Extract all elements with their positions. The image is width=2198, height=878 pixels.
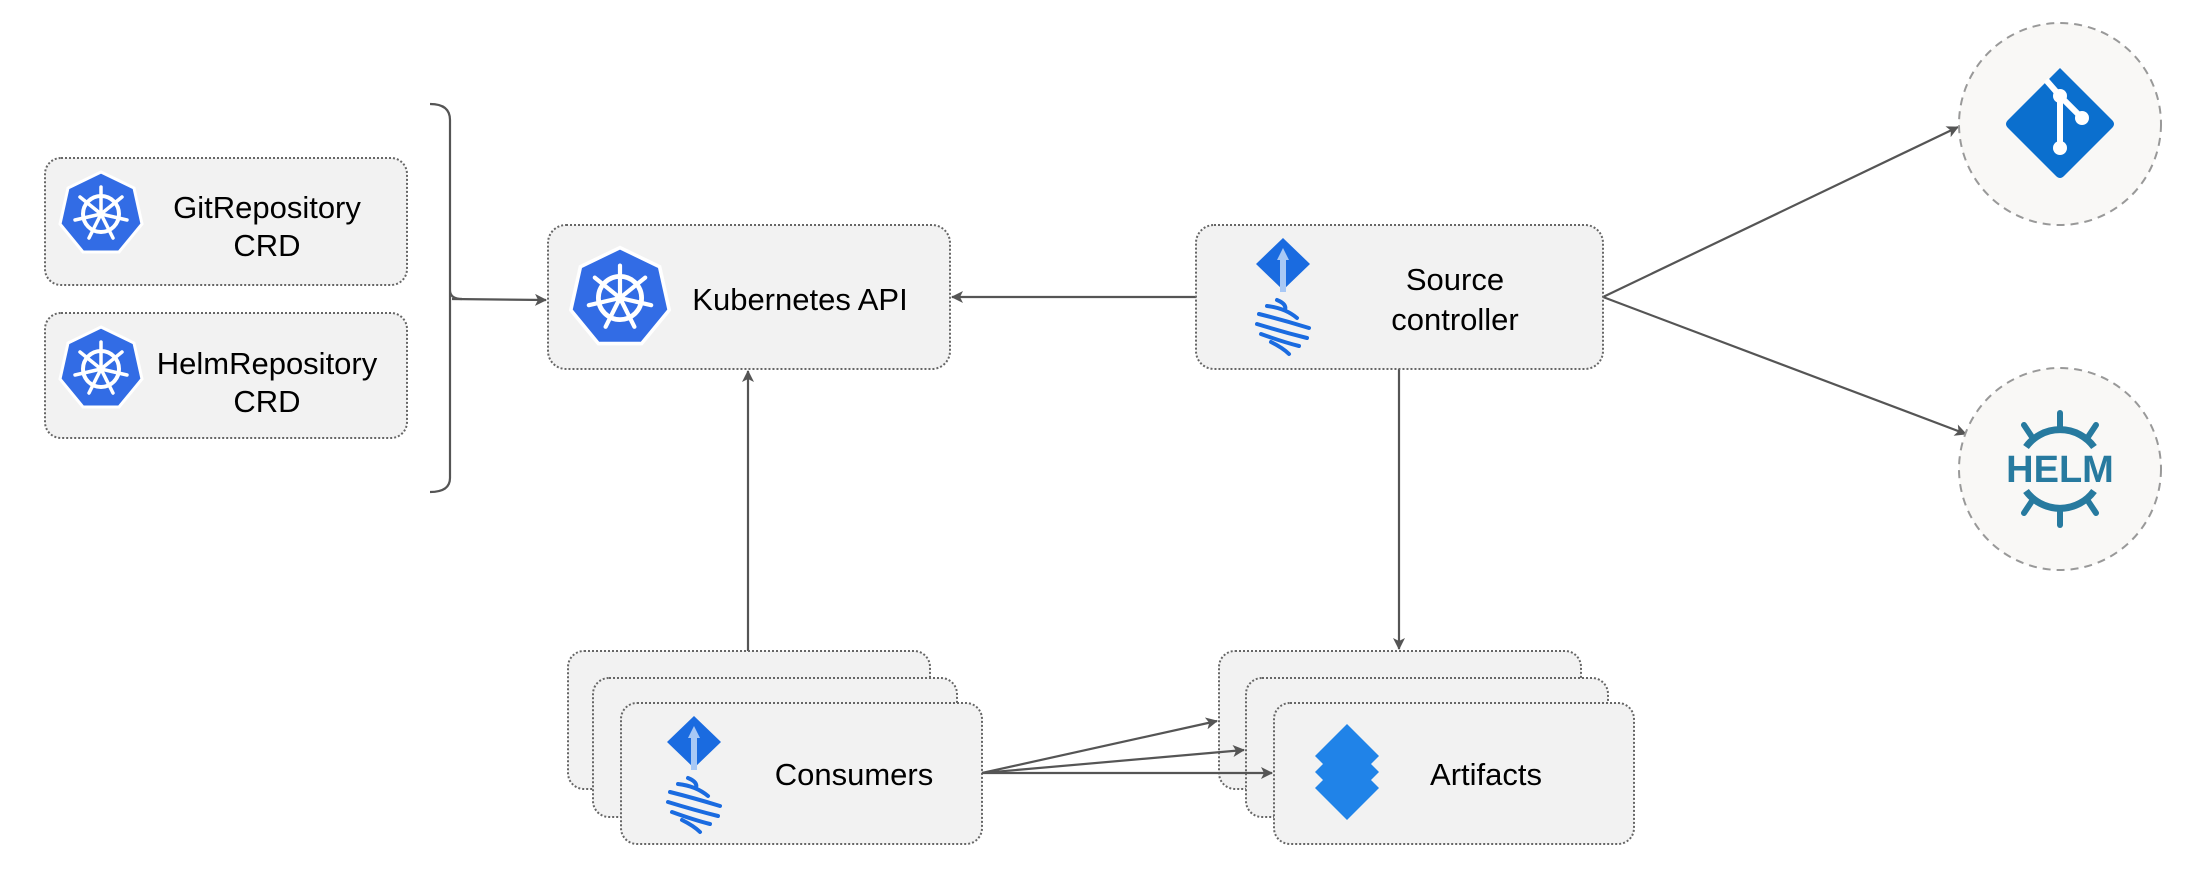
git-repository-label: GitRepository — [173, 190, 361, 225]
helm-repository-crd-label: CRD — [233, 384, 300, 419]
node-helm-repository-crd[interactable]: HelmRepository CRD — [44, 312, 408, 439]
layers-icon — [1315, 724, 1379, 820]
git-icon — [2006, 68, 2114, 178]
node-artifacts[interactable]: Artifacts — [1218, 650, 1635, 845]
node-source-controller[interactable]: Source controller — [1195, 224, 1604, 370]
artifacts-label: Artifacts — [1430, 757, 1542, 792]
consumers-label: Consumers — [775, 757, 934, 792]
helm-icon: HELM — [2006, 410, 2114, 528]
source-controller-label-line2: controller — [1391, 302, 1519, 337]
helm-logo-text: HELM — [2006, 449, 2114, 491]
git-repository-crd-label: CRD — [233, 228, 300, 263]
source-controller-label-line1: Source — [1406, 262, 1504, 297]
edge-crds-to-kubernetes-api — [451, 293, 547, 306]
edge-source-controller-to-helm — [1602, 295, 1967, 436]
node-consumers[interactable]: Consumers — [567, 650, 983, 845]
edge-source-controller-to-git — [1602, 126, 1959, 298]
edge-consumers-to-artifact-2 — [981, 744, 1245, 775]
artifact-card-front — [1273, 702, 1635, 845]
node-kubernetes-api[interactable]: Kubernetes API — [547, 224, 951, 370]
node-helm[interactable]: HELM — [1958, 367, 2162, 571]
helm-repository-label: HelmRepository — [157, 346, 378, 381]
kubernetes-api-label: Kubernetes API — [692, 282, 907, 317]
node-git-repository-crd[interactable]: GitRepository CRD — [44, 157, 408, 286]
node-git[interactable] — [1958, 22, 2162, 226]
edge-consumers-to-artifact-1 — [981, 717, 1218, 775]
